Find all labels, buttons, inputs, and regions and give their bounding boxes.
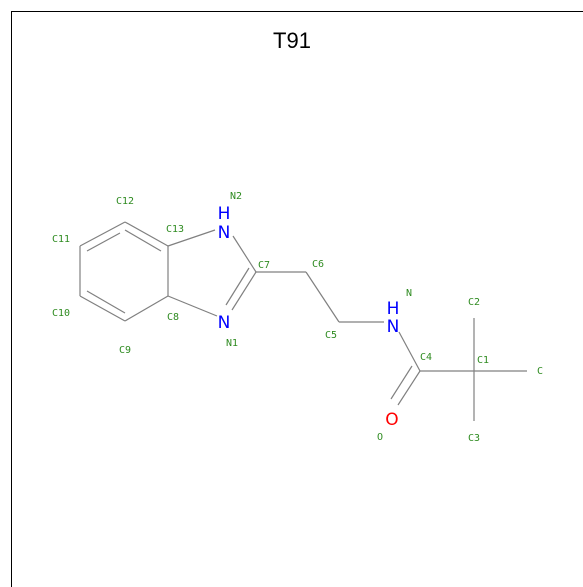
bond-c9-c10 xyxy=(79,295,126,322)
bond-c4-o xyxy=(397,370,421,406)
bond-n1-c8 xyxy=(167,295,218,317)
label-c4: C4 xyxy=(420,352,432,363)
frame-border xyxy=(11,11,583,587)
label-c8: C8 xyxy=(167,312,179,323)
label-c2: C2 xyxy=(468,297,480,308)
bond-n2-c7 xyxy=(232,235,257,273)
bond-c7-n1 xyxy=(231,271,257,311)
label-c12: C12 xyxy=(116,196,134,207)
atom-n2-hydrogen: H xyxy=(218,204,231,224)
atom-n2: N xyxy=(218,223,231,243)
label-c13: C13 xyxy=(166,224,184,235)
label-o: O xyxy=(377,432,383,443)
atom-amide-n: N xyxy=(387,317,400,337)
bond-c11-c12 xyxy=(79,221,126,247)
bond-c4-o-double xyxy=(390,365,413,400)
diagram-title: T91 xyxy=(273,28,311,53)
atom-n1: N xyxy=(218,313,231,333)
label-c9: C9 xyxy=(119,345,131,356)
bond-c11-c12-inner xyxy=(86,232,121,252)
bond-c9-c10-inner xyxy=(86,290,126,314)
bond-c6-c5 xyxy=(305,271,340,323)
label-n2: N2 xyxy=(230,191,242,202)
bond-c12-c13-inner xyxy=(124,229,162,252)
label-c: C xyxy=(537,366,543,377)
bonds xyxy=(79,221,527,421)
label-c3: C3 xyxy=(468,433,480,444)
label-n1: N1 xyxy=(226,338,238,349)
bond-n-c4 xyxy=(398,331,421,372)
bond-c8-c9 xyxy=(124,295,169,322)
label-c5: C5 xyxy=(325,330,337,341)
label-c11: C11 xyxy=(52,234,70,245)
atom-o: O xyxy=(385,410,398,430)
bond-c13-n2 xyxy=(167,229,216,247)
label-c6: C6 xyxy=(312,259,324,270)
bond-c7-n1-double xyxy=(225,267,250,306)
label-c7: C7 xyxy=(258,260,270,271)
label-c1: C1 xyxy=(477,355,489,366)
label-n: N xyxy=(406,288,412,299)
atom-amide-hydrogen: H xyxy=(387,299,400,319)
bond-c12-c13 xyxy=(124,221,169,247)
atom-labels: C12 N2 C11 C13 C7 C6 N C2 C10 C8 C5 N1 C… xyxy=(52,191,543,444)
label-c10: C10 xyxy=(52,308,70,319)
